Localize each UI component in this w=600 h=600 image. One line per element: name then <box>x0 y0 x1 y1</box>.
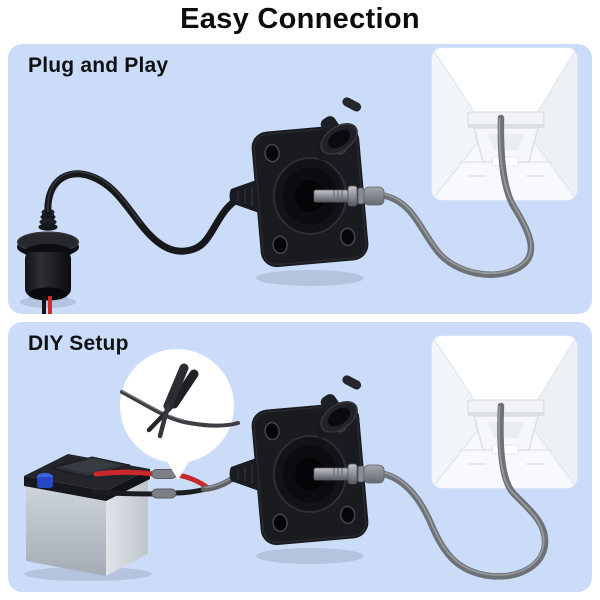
crimp-connector <box>151 469 177 479</box>
panel-diy-setup-label: DIY Setup <box>28 332 129 355</box>
panel-plug-and-play-label: Plug and Play <box>28 54 169 77</box>
black-cable-highlight <box>47 171 143 225</box>
diy-setup-scene <box>23 322 592 582</box>
wire-cutter-callout <box>120 349 238 480</box>
power-socket-connector <box>16 208 80 309</box>
red-wire <box>173 472 211 491</box>
page-title: Easy Connection <box>180 3 420 35</box>
black-cable <box>44 170 244 255</box>
black-wire <box>91 489 157 497</box>
plug-and-play-scene <box>16 44 592 314</box>
panel-diy-setup: DIY Setup <box>8 322 592 592</box>
antenna-cable-highlight <box>379 117 532 274</box>
mounting-plate <box>230 96 385 286</box>
crimp-connector <box>151 488 177 499</box>
red-wire <box>93 469 157 477</box>
antenna-cable-highlight <box>379 405 545 576</box>
panel-plug-and-play: Plug and Play <box>8 44 592 314</box>
mounting-plate <box>230 374 385 564</box>
